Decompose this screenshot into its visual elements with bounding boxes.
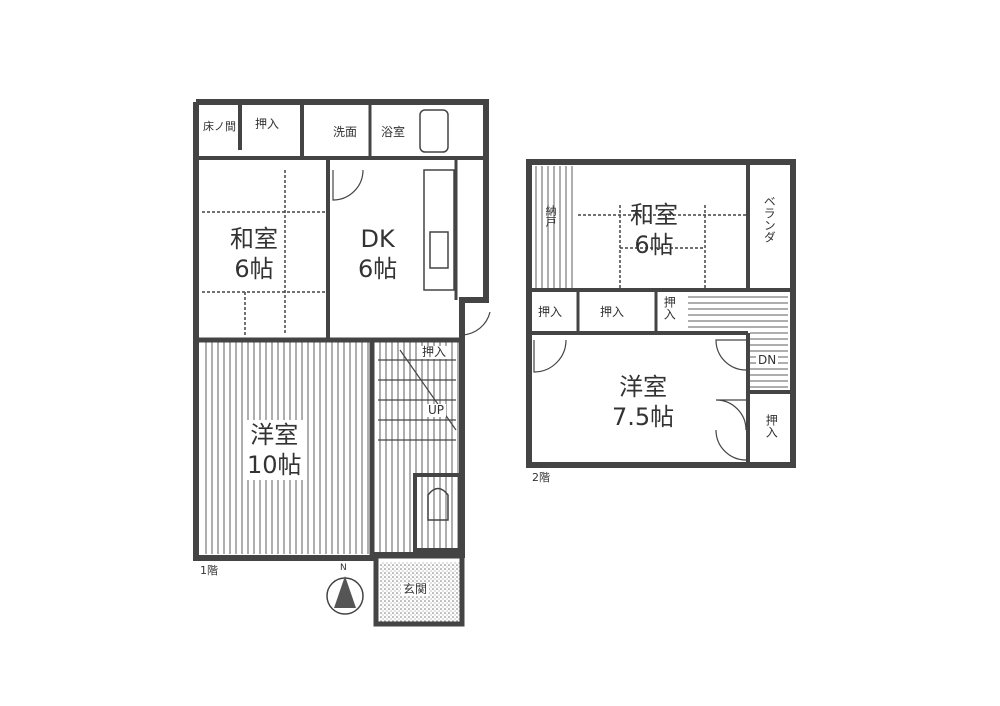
room-label-oshiire-1: 押入	[538, 305, 563, 319]
room-label-storage: 納戸	[544, 205, 558, 227]
floor2-label: 2階	[532, 471, 550, 484]
room-size: 10帖	[247, 451, 302, 479]
floor1-plan	[193, 99, 491, 627]
room-name: 洋室	[619, 373, 668, 401]
room-label-oshiire-2: 押入	[600, 305, 625, 319]
floor1-label: 1階	[200, 564, 218, 577]
room-label-oshiire-3: 押入	[662, 296, 677, 320]
room-label-oshiire-4: 押入	[764, 414, 779, 438]
room-name: 和室	[230, 225, 278, 253]
room-label-oshiire-stair: 押入	[420, 345, 449, 360]
room-name: 洋室	[250, 421, 299, 449]
room-label-senmen: 洗面	[333, 125, 358, 139]
compass-north-label: N	[340, 563, 347, 573]
compass	[326, 576, 364, 615]
room-size: 7.5帖	[612, 403, 675, 431]
room-size: 6帖	[358, 255, 398, 283]
room-label-balcony: ベランダ	[762, 195, 777, 243]
room-label-yokushitsu: 浴室	[381, 125, 406, 139]
stairs-up-label: UP	[426, 403, 447, 418]
room-name: DK	[360, 225, 395, 253]
floor2-plan	[526, 159, 796, 468]
room-label-oshiire: 押入	[255, 117, 280, 131]
room-size: 6帖	[634, 231, 674, 259]
room-name: 和室	[630, 201, 678, 229]
room-size: 6帖	[234, 255, 274, 283]
room-label-tokonoma: 床ノ間	[203, 120, 236, 133]
room-label-genkan: 玄関	[401, 582, 430, 597]
stairs-down-label: DN	[756, 353, 779, 368]
